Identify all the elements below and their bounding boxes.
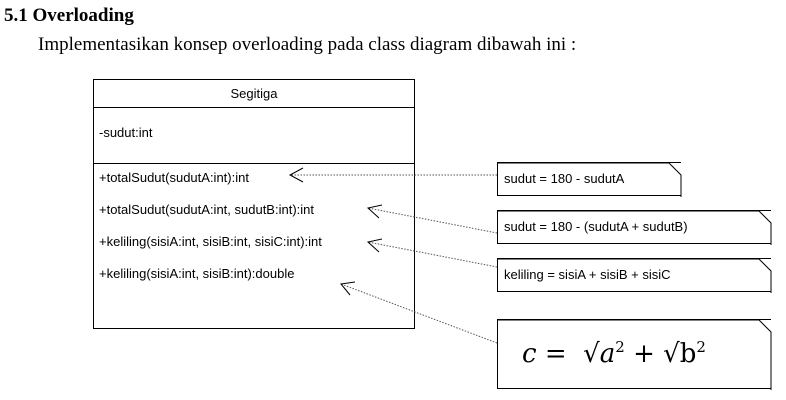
note-text: sudut = 180 - sudutA bbox=[504, 171, 625, 186]
uml-class-box: Segitiga -sudut:int +totalSudut(sudutA:i… bbox=[93, 79, 415, 329]
uml-note-formula: c = √a2 + √b2 bbox=[497, 319, 772, 390]
uml-note: sudut = 180 - (sudutA + sudutB) bbox=[497, 210, 772, 245]
note-folded-corner bbox=[498, 258, 772, 293]
uml-note: sudut = 180 - sudutA bbox=[497, 162, 682, 197]
connector-line bbox=[367, 241, 498, 268]
formula-exponent: 2 bbox=[696, 338, 706, 356]
note-text: keliling = sisiA + sisiB + sisiC bbox=[504, 267, 671, 282]
note-folded-corner bbox=[498, 210, 772, 245]
formula: c = √a2 + √b2 bbox=[522, 338, 706, 369]
uml-method: +keliling(sisiA:int, sisiB:int, sisiC:in… bbox=[99, 234, 322, 249]
connector-line bbox=[367, 207, 498, 234]
section-intro: Implementasikan konsep overloading pada … bbox=[38, 34, 577, 55]
note-folded-corner bbox=[498, 162, 682, 197]
formula-exponent: 2 bbox=[615, 338, 625, 356]
uml-note: keliling = sisiA + sisiB + sisiC bbox=[497, 258, 772, 293]
note-text: sudut = 180 - (sudutA + sudutB) bbox=[504, 219, 688, 234]
uml-attribute: -sudut:int bbox=[99, 125, 153, 140]
formula-plus: + bbox=[633, 339, 655, 369]
arrowhead-icon bbox=[340, 281, 356, 296]
formula-root-sign: √ bbox=[663, 339, 680, 369]
arrowhead-icon bbox=[366, 204, 383, 219]
uml-method: +keliling(sisiA:int, sisiB:int):double bbox=[99, 266, 295, 281]
note-folded-corner bbox=[498, 319, 772, 390]
formula-equals: = bbox=[544, 339, 567, 369]
formula-root-sign: √ bbox=[583, 339, 600, 369]
uml-method: +totalSudut(sudutA:int):int bbox=[99, 170, 249, 185]
section-heading: 5.1 Overloading bbox=[4, 5, 134, 26]
formula-term-a: a bbox=[599, 339, 616, 369]
uml-class-name: Segitiga bbox=[94, 80, 414, 108]
uml-attributes-section: -sudut:int bbox=[94, 108, 414, 164]
uml-method: +totalSudut(sudutA:int, sudutB:int):int bbox=[99, 202, 314, 217]
arrowhead-icon bbox=[366, 238, 383, 253]
formula-lhs: c bbox=[522, 339, 537, 369]
connector-line bbox=[340, 283, 498, 344]
formula-term-b: b bbox=[679, 339, 697, 369]
arrowhead-icon bbox=[288, 167, 304, 183]
